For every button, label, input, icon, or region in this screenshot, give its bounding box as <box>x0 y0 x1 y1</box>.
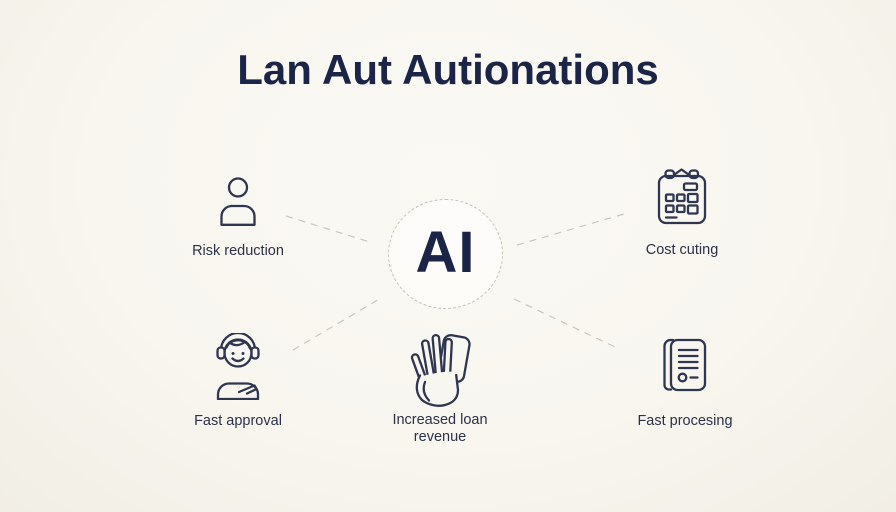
ai-center-node: AI <box>388 199 503 309</box>
connector-line-risk-reduction <box>285 215 374 244</box>
feature-label-cost-cutting: Cost cuting <box>645 242 719 258</box>
feature-fast-processing: Fast procesing <box>625 334 745 430</box>
feature-label-fast-approval: Fast approval <box>194 413 282 429</box>
feature-cost-cutting: Cost cuting <box>622 167 742 259</box>
connector-line-fast-processing <box>513 298 616 348</box>
feature-increased-loan-revenue: Increased loan revenue <box>383 333 497 445</box>
feature-fast-approval: Fast approval <box>178 333 298 430</box>
connector-line-cost-cutting <box>516 213 625 246</box>
hand-card-icon <box>406 333 474 407</box>
page-title: Lan Aut Autionations <box>237 46 659 93</box>
support-agent-icon <box>209 333 267 400</box>
feature-label-increased-loan-revenue: Increased loan revenue <box>392 412 488 445</box>
ai-label: AI <box>415 219 476 285</box>
feature-risk-reduction: Risk reduction <box>178 176 298 260</box>
feature-label-risk-reduction: Risk reduction <box>192 243 284 259</box>
feature-label-fast-processing: Fast procesing <box>637 413 733 429</box>
person-icon <box>214 176 262 226</box>
document-icon <box>655 334 716 397</box>
connector-line-fast-approval <box>292 297 382 351</box>
calendar-icon <box>653 167 711 228</box>
